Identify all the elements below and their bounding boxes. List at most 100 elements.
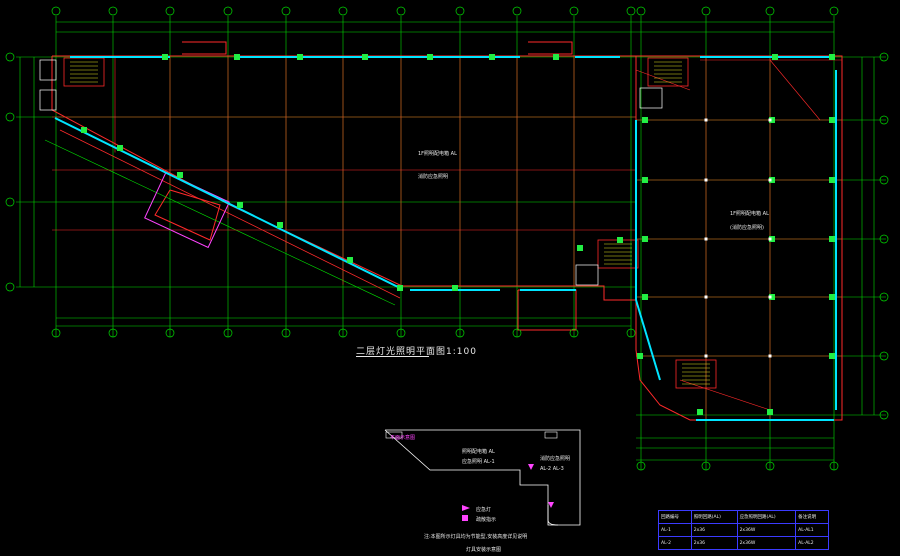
- stair-block: [675, 359, 717, 389]
- grid-bubble-top: [108, 6, 118, 16]
- grid-bubble-bottom: [223, 328, 233, 338]
- legend-right-note-1: 消防应急照明: [540, 456, 571, 462]
- light-fixture: [769, 117, 775, 123]
- light-fixture: [362, 54, 368, 60]
- legend-right-note-2: AL-2 AL-3: [540, 466, 564, 472]
- grid-bubble-top: [765, 6, 775, 16]
- grid-bubble-bottom: [51, 328, 61, 338]
- grid-bubble-top: [281, 6, 291, 16]
- marker-icon: [528, 464, 534, 470]
- grid-bubble-bottom: [512, 328, 522, 338]
- grid-bubble-left: [5, 197, 15, 207]
- table-header: 回路编号: [658, 510, 692, 524]
- grid-bubble-right: [879, 175, 889, 185]
- light-fixture: [277, 222, 283, 228]
- diagonal-wall: [59, 129, 401, 299]
- ceiling-light: [768, 178, 772, 182]
- exit-sign-icon: [462, 515, 468, 521]
- ceiling-light: [768, 354, 772, 358]
- light-fixture: [162, 54, 168, 60]
- light-fixture: [177, 172, 183, 178]
- table-cell: 2x36: [690, 536, 738, 550]
- grid-bubble-top: [512, 6, 522, 16]
- light-fixture: [237, 202, 243, 208]
- light-fixture: [767, 409, 773, 415]
- wiring-line: [769, 59, 821, 121]
- wall-outline: [635, 55, 843, 421]
- light-fixture: [577, 245, 583, 251]
- light-fixture: [642, 177, 648, 183]
- grid-bubble-top: [829, 6, 839, 16]
- grid-lines: [16, 16, 886, 470]
- table-header: 照明回路(AL): [690, 510, 738, 524]
- light-fixture: [297, 54, 303, 60]
- legend-key-plan: [384, 429, 581, 526]
- grid-bubble-bottom: [396, 328, 406, 338]
- light-fixture: [642, 294, 648, 300]
- table-header: 备注说明: [795, 510, 829, 524]
- shaft-box: [39, 59, 57, 81]
- grid-bubble-bottom: [455, 328, 465, 338]
- grid-bubble-bottom: [281, 328, 291, 338]
- key-plan-outline: [384, 429, 581, 526]
- grid-bubble-top: [626, 6, 636, 16]
- grid-bubble-bottom: [829, 461, 839, 471]
- zone-left-label-2: 消防应急照明: [418, 174, 449, 180]
- grid-bubble-right: [879, 115, 889, 125]
- grid-bubble-bottom: [338, 328, 348, 338]
- marker-icon: [548, 502, 554, 508]
- grid-bubble-left: [5, 52, 15, 62]
- wiring-line: [635, 69, 691, 91]
- zone-right-label-1: 1F照明配电箱 AL: [730, 211, 769, 217]
- grid-bubble-right: [879, 52, 889, 62]
- wall-outline: [154, 189, 221, 241]
- table-cell: AL-2: [658, 536, 692, 550]
- light-fixture: [829, 236, 835, 242]
- ceiling-light: [704, 237, 708, 241]
- wall-outline: [51, 55, 637, 301]
- light-fixture: [642, 236, 648, 242]
- light-strip: [54, 117, 401, 289]
- grid-bubble-bottom: [108, 328, 118, 338]
- grid-bubble-bottom: [626, 328, 636, 338]
- legend-symbol-label-1: 应急灯: [476, 507, 492, 513]
- grid-bubble-top: [338, 6, 348, 16]
- table-header-row: 回路编号 照明回路(AL) 应急照明回路(AL) 备注说明: [658, 510, 829, 524]
- legend-subcaption: 灯具安装示意图: [466, 547, 502, 553]
- light-fixture: [553, 54, 559, 60]
- grid-bubble-bottom: [569, 328, 579, 338]
- walls: [39, 41, 843, 421]
- table-row: AL-1 2x36 2x36W AL-AL1: [658, 523, 829, 537]
- grid-bubble-top: [636, 6, 646, 16]
- grid-bubbles: [5, 6, 889, 471]
- light-fixture: [772, 54, 778, 60]
- ceiling-light: [704, 178, 708, 182]
- stair-block: [647, 57, 689, 87]
- light-strip: [635, 299, 661, 381]
- legend-left-note-1: 照明配电箱 AL: [462, 449, 495, 455]
- table-cell: 2x36W: [736, 523, 797, 537]
- zone-left-label-1: 1F照明配电箱 AL: [418, 151, 457, 157]
- light-fixture: [427, 54, 433, 60]
- grid-bubble-bottom: [636, 461, 646, 471]
- table-cell: AL-AL1: [795, 523, 829, 537]
- light-fixture: [829, 353, 835, 359]
- drawing-title: 二层灯光照明平面图1:100: [356, 347, 477, 357]
- grid-bubble-right: [879, 292, 889, 302]
- key-plan-tag: [544, 431, 558, 439]
- wiring-line: [679, 379, 771, 411]
- table-cell: AL-1: [658, 523, 692, 537]
- ceiling-light: [768, 237, 772, 241]
- light-fixture: [489, 54, 495, 60]
- shaft-box: [575, 264, 599, 286]
- ceiling-light: [704, 295, 708, 299]
- legend-box-title: 平面示意图: [390, 435, 416, 441]
- fixtures: [81, 54, 835, 415]
- light-fixture: [769, 294, 775, 300]
- light-fixture: [617, 237, 623, 243]
- table-cell: AL-AL2: [795, 536, 829, 550]
- title-underline: [356, 356, 429, 357]
- grid-bubble-right: [879, 234, 889, 244]
- wall-outline: [182, 41, 227, 55]
